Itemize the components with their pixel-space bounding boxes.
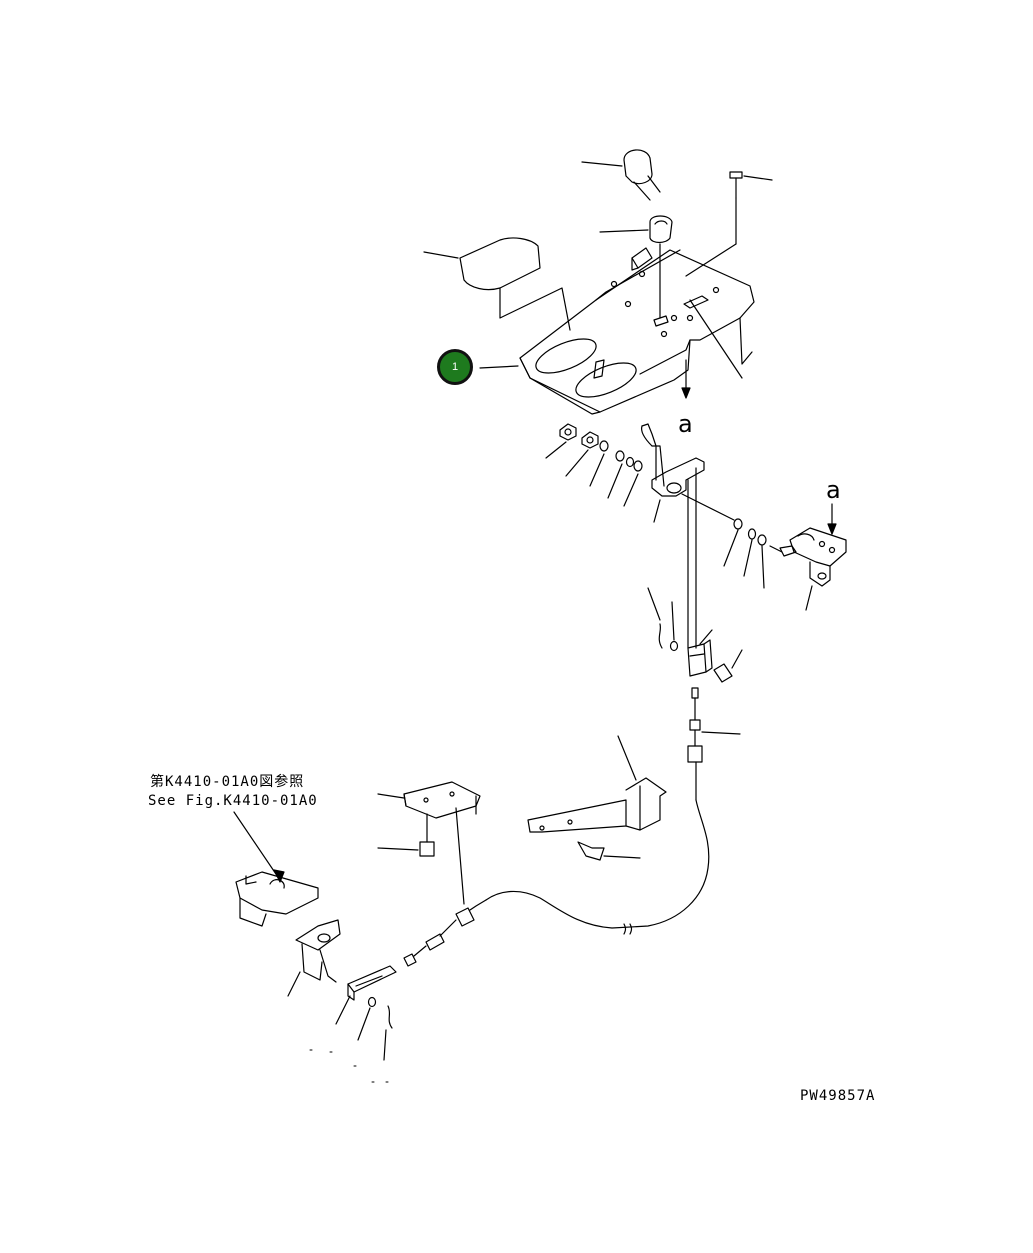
reference-note-jp: 第K4410-01A0図参照 [150,774,305,790]
view-arrow-a-top [682,360,690,398]
right-bracket [770,528,846,610]
cable-clamp-bracket [378,782,480,904]
clevis-assembly [648,588,742,682]
view-marker-a-right: a [826,476,841,504]
lever-knob [582,150,660,200]
cover-plate [424,238,570,330]
lower-linkage [234,812,396,1060]
stray-marks [310,1050,388,1082]
cable-mount-bracket [528,736,666,860]
control-cable [404,688,740,966]
washers-right [724,519,766,588]
reference-note-en: See Fig.K4410-01A0 [148,793,318,809]
screw-top [686,172,772,276]
console-bracket [480,248,754,414]
drawing-code: PW49857A [800,1088,876,1104]
lever-boot [600,216,672,318]
shift-lever-rod [642,424,734,648]
view-arrow-a-right [828,504,836,534]
view-marker-a-top: a [678,410,693,438]
callout-1[interactable]: 1 [437,349,473,385]
nuts-washers-left [546,424,642,506]
